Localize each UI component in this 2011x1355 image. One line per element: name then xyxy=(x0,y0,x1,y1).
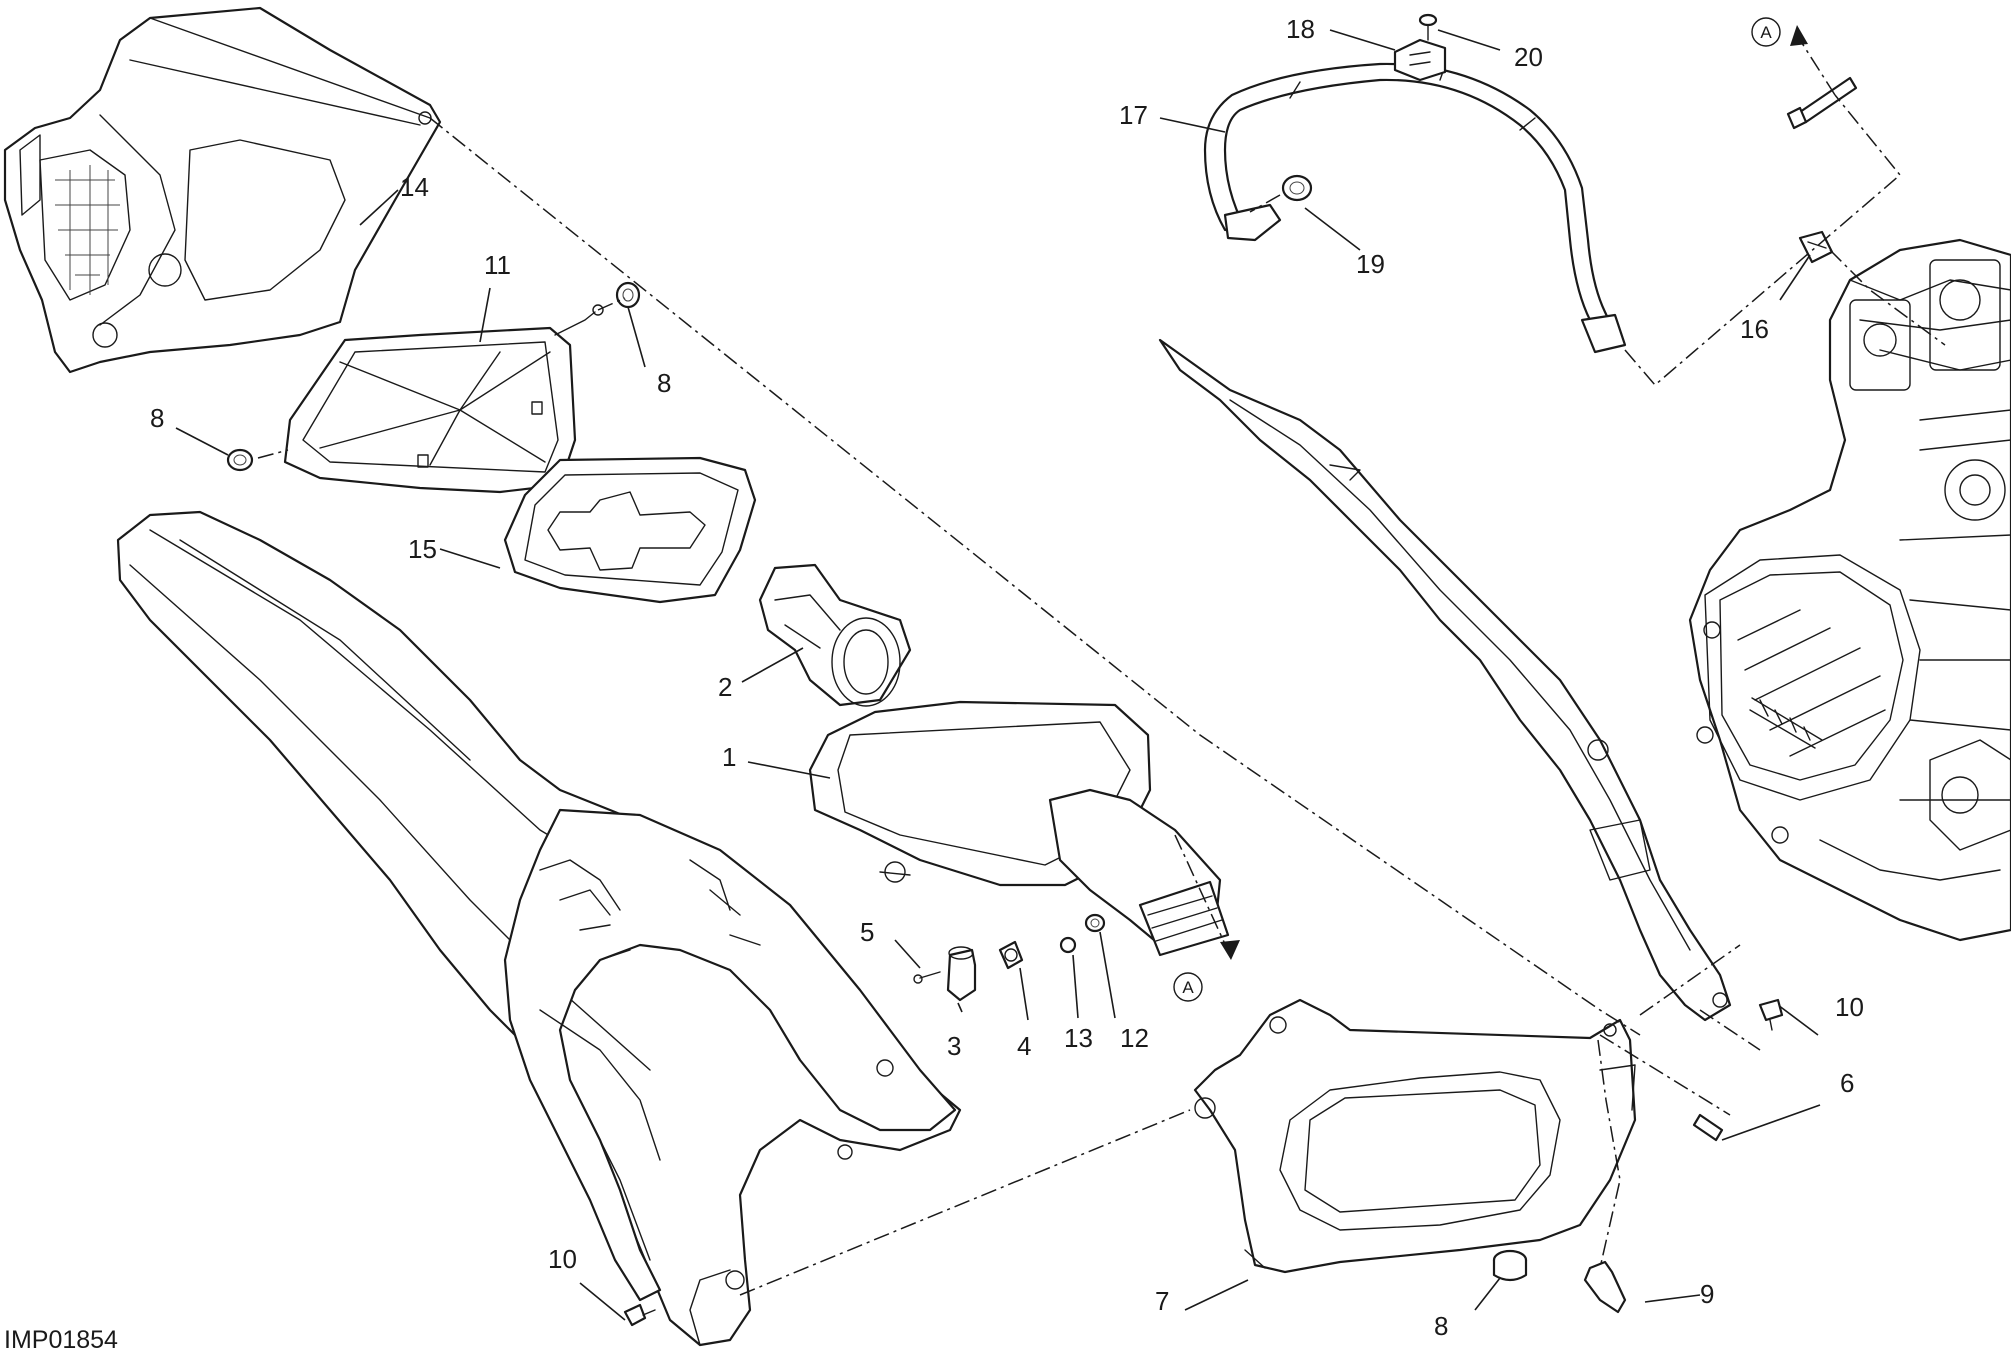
callout-19: 19 xyxy=(1356,249,1385,279)
part-14-airbox-cover xyxy=(3,6,442,374)
callout-10-right: 10 xyxy=(1835,992,1864,1022)
part-2-air-duct xyxy=(758,563,912,707)
callout-9: 9 xyxy=(1700,1279,1714,1309)
part-17-breather-hose xyxy=(1203,62,1627,354)
part-6-bolt xyxy=(1692,1113,1724,1142)
part-8-grommet-right xyxy=(615,281,641,309)
heat-shield-bracket xyxy=(1158,338,1732,1022)
part-18-clip xyxy=(1393,38,1447,82)
callout-10-left: 10 xyxy=(548,1244,577,1274)
svg-text:A: A xyxy=(1760,23,1772,42)
part-9-bracket xyxy=(1583,1260,1627,1314)
callout-13: 13 xyxy=(1064,1023,1093,1053)
callout-6: 6 xyxy=(1840,1068,1854,1098)
leader-lines xyxy=(175,29,1821,1321)
engine-brand-stamp xyxy=(1749,697,1823,749)
callout-1: 1 xyxy=(722,742,736,772)
callout-11: 11 xyxy=(484,250,511,280)
callout-3: 3 xyxy=(947,1031,961,1061)
part-8-grommet-left xyxy=(226,448,254,472)
callout-4: 4 xyxy=(1017,1031,1031,1061)
callout-17: 17 xyxy=(1119,100,1148,130)
callout-18: 18 xyxy=(1286,14,1315,44)
callout-16: 16 xyxy=(1740,314,1769,344)
part-10-bolt-left xyxy=(623,1303,656,1327)
part-15-filter-element xyxy=(503,456,757,604)
connector-pin-a xyxy=(1786,76,1858,130)
engine-assembly xyxy=(1688,238,2011,942)
part-10-bolt-right xyxy=(1758,998,1784,1031)
small-hardware-group xyxy=(913,913,1106,1002)
part-1-intake-housing xyxy=(808,700,1230,957)
callout-8-right: 8 xyxy=(657,368,671,398)
svg-text:A: A xyxy=(1182,978,1194,997)
part-8-grommet-lower xyxy=(1492,1249,1528,1282)
callout-15: 15 xyxy=(408,534,437,564)
large-side-cover xyxy=(116,510,962,1347)
part-20-screw xyxy=(1418,13,1438,41)
callout-7: 7 xyxy=(1155,1286,1169,1316)
callout-8-lower: 8 xyxy=(1434,1311,1448,1341)
connector-ref-a-middle: A xyxy=(1173,972,1203,1002)
direction-arrows xyxy=(1220,25,1808,960)
part-7-side-panel xyxy=(1193,998,1637,1274)
callout-20: 20 xyxy=(1514,42,1543,72)
callout-5: 5 xyxy=(860,917,874,947)
callout-2: 2 xyxy=(718,672,732,702)
assembly-lines xyxy=(257,39,1946,1296)
connector-ref-a-top: A xyxy=(1751,17,1781,47)
callout-14: 14 xyxy=(400,172,429,202)
callout-8-left: 8 xyxy=(150,403,164,433)
drawing-code: IMP01854 xyxy=(4,1326,118,1354)
part-19-clamp xyxy=(1281,174,1313,202)
callout-labels: 14 11 8 8 15 2 1 5 3 4 13 12 10 7 8 9 10… xyxy=(150,14,1864,1341)
callout-12: 12 xyxy=(1120,1023,1149,1053)
